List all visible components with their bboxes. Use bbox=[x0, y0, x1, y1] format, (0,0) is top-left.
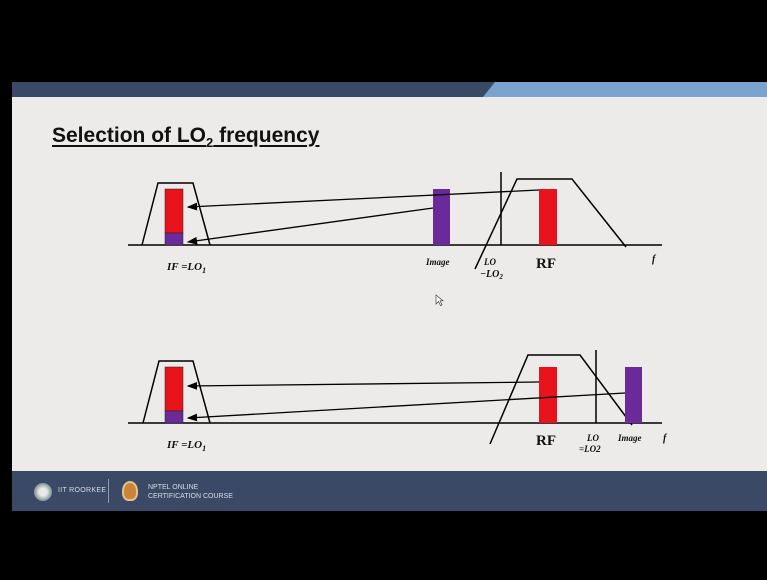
bottom-rf-label: RF bbox=[536, 433, 556, 449]
bottom-rf-bar bbox=[539, 367, 557, 423]
bottom-freq-label: f bbox=[663, 433, 668, 444]
frequency-diagram: IF =LO1 Image LO −LO2 RF f I bbox=[128, 172, 668, 454]
top-arrow-image bbox=[186, 207, 434, 245]
bottom-diagram: IF =LO1 RF LO =LO2 Image f bbox=[128, 350, 668, 454]
iit-roorkee-logo-icon bbox=[34, 483, 52, 501]
slide: Selection of LO2 frequency bbox=[12, 97, 767, 471]
bottom-arrow-image bbox=[186, 392, 626, 422]
top-rf-bar bbox=[539, 189, 557, 245]
bottom-if-image-bar bbox=[164, 410, 184, 424]
top-if-label: IF =LO1 bbox=[166, 261, 206, 275]
top-if-image-bar bbox=[164, 232, 184, 246]
bottom-if-label: IF =LO1 bbox=[166, 439, 206, 453]
footer-divider bbox=[108, 479, 109, 503]
bottom-lo-label-1: LO bbox=[586, 433, 599, 443]
institute-name: IIT ROORKEE bbox=[58, 487, 107, 494]
top-rf-filter bbox=[474, 178, 627, 270]
bottom-arrow-rf bbox=[186, 381, 540, 390]
bottom-image-label: Image bbox=[617, 433, 642, 443]
bottom-if-filter bbox=[142, 360, 211, 424]
bottom-lo-label-2: =LO2 bbox=[579, 444, 601, 454]
top-image-label: Image bbox=[425, 257, 450, 267]
top-lo-label-2: −LO2 bbox=[480, 269, 503, 281]
course-name: NPTEL ONLINE CERTIFICATION COURSE bbox=[148, 484, 233, 500]
top-lo-label-1: LO bbox=[483, 257, 496, 267]
slide-title: Selection of LO2 frequency bbox=[52, 124, 320, 151]
top-rf-label: RF bbox=[536, 256, 556, 272]
top-if-signal-bar bbox=[164, 188, 184, 234]
bottom-if-signal-bar bbox=[164, 366, 184, 412]
bottom-image-bar bbox=[625, 367, 642, 423]
mouse-cursor-icon bbox=[435, 294, 444, 306]
top-arrow-rf bbox=[186, 189, 540, 211]
top-freq-label: f bbox=[652, 254, 657, 265]
header-accent bbox=[483, 82, 767, 97]
top-if-filter bbox=[141, 182, 211, 246]
nptel-logo-icon bbox=[122, 481, 138, 501]
top-diagram: IF =LO1 Image LO −LO2 RF f bbox=[128, 172, 662, 281]
top-image-bar bbox=[433, 189, 450, 245]
footer: IIT ROORKEE NPTEL ONLINE CERTIFICATION C… bbox=[12, 471, 767, 511]
